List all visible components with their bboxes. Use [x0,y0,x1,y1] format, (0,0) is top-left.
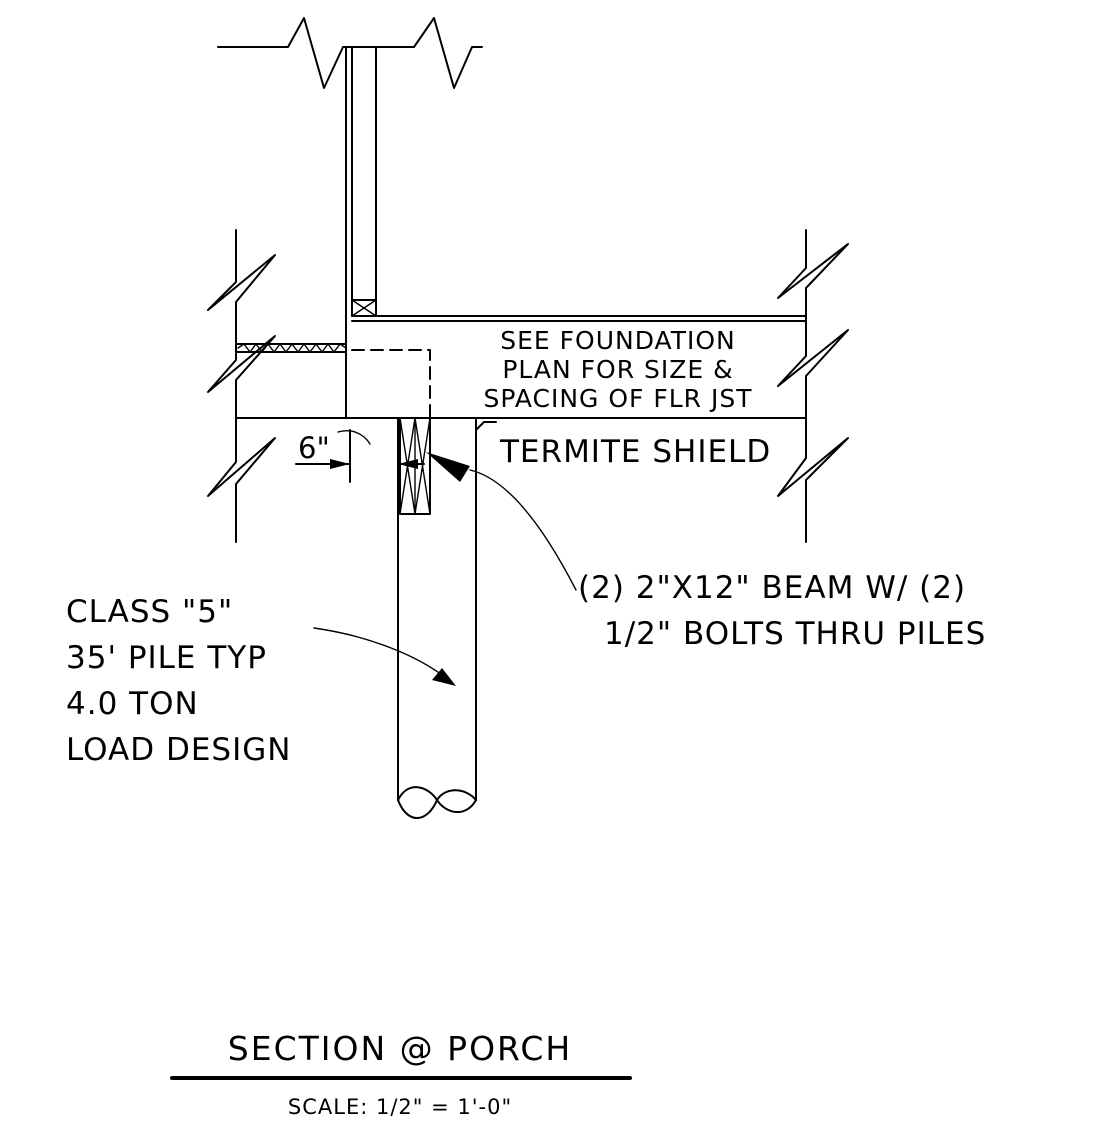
drawing-scale: SCALE: 1/2" = 1'-0" [288,1095,512,1119]
pile-note-line-1: CLASS "5" [66,594,233,630]
floor-joist-note-line-3: SPACING OF FLR JST [483,384,752,413]
pile [397,417,477,819]
termite-shield-leader [475,421,497,431]
drawing-title: SECTION @ PORCH [228,1029,572,1068]
dimension-offset-label: 6" [298,431,330,465]
pile-note-leader [313,627,456,686]
right-break-line [777,229,849,543]
termite-shield-label: TERMITE SHIELD [499,434,771,470]
left-floor-insulation [235,343,347,353]
wall-sole-plate [351,299,377,317]
beam-note-line-1: (2) 2"X12" BEAM W/ (2) [578,570,966,606]
wall-break-line-top [217,17,483,89]
pile-note-line-2: 35' PILE TYP [66,640,267,676]
pile-note-line-3: 4.0 TON [66,686,199,722]
joist-hidden-outline [351,349,431,419]
wall-studs [345,46,377,321]
floor-deck [235,315,807,419]
floor-joist-note-line-2: PLAN FOR SIZE & [502,355,733,384]
beam-note-leader [426,452,577,591]
beam-note-line-2: 1/2" BOLTS THRU PILES [604,616,986,652]
pile-note-line-4: LOAD DESIGN [66,732,291,768]
left-break-line [207,229,276,543]
beam-2x12 [399,417,431,515]
dimension-6in [295,429,425,483]
floor-joist-note-line-1: SEE FOUNDATION [500,326,735,355]
